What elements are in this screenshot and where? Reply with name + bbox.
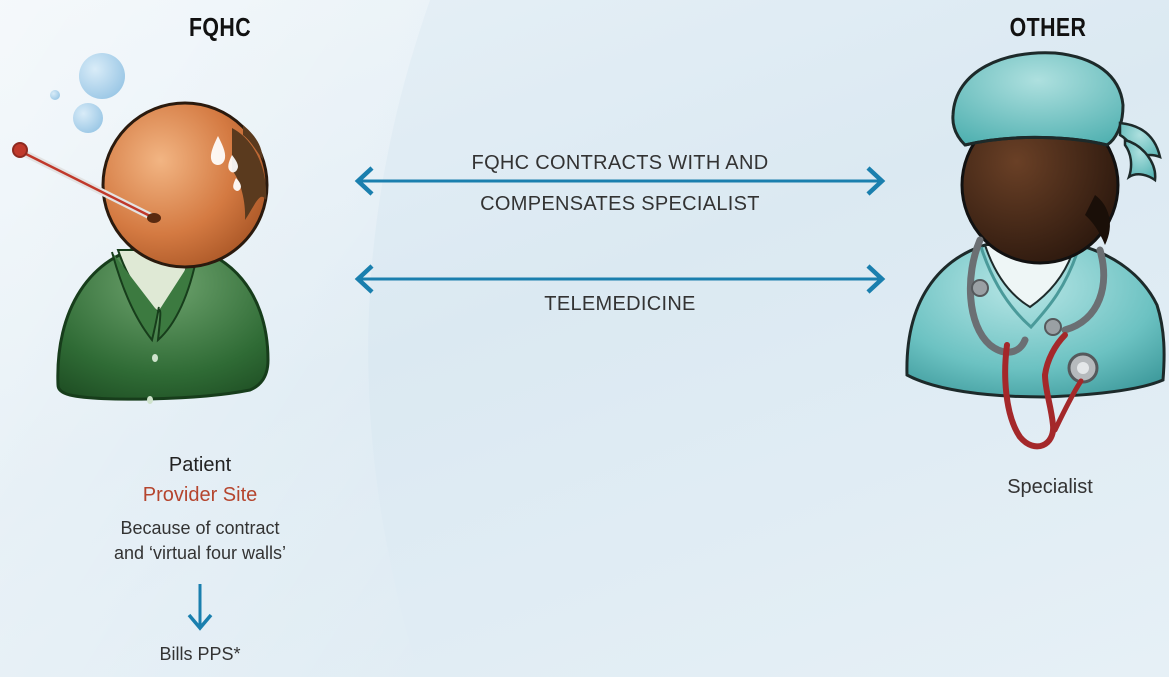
specialist-icon xyxy=(905,51,1166,450)
heading-other: OTHER xyxy=(1009,12,1087,42)
double-arrow-icon xyxy=(354,264,886,294)
contract-note-line-2: and ‘virtual four walls’ xyxy=(113,543,287,563)
arrow-label-contract-2: COMPENSATES SPECIALIST xyxy=(480,193,760,215)
down-arrow-icon xyxy=(187,584,213,631)
specialist-label: Specialist xyxy=(1007,476,1093,498)
thermometer-icon xyxy=(12,142,161,223)
contract-note-line-1: Because of contract xyxy=(120,518,280,538)
stethoscope-icon xyxy=(966,236,1108,450)
double-arrow-icon xyxy=(354,166,886,196)
bills-pps-label: Bills PPS* xyxy=(159,644,241,664)
provider-site-label: Provider Site xyxy=(142,484,258,506)
bubble xyxy=(79,53,125,99)
patient-icon xyxy=(12,53,270,404)
patient-label: Patient xyxy=(168,454,232,476)
arrow-label-contract-1: FQHC CONTRACTS WITH AND xyxy=(471,152,769,174)
surgical-cap-icon xyxy=(951,51,1162,183)
arrow-label-telemedicine: TELEMEDICINE xyxy=(544,293,696,315)
heading-fqhc: FQHC xyxy=(188,12,252,42)
sweat-drop-icon xyxy=(210,136,241,191)
